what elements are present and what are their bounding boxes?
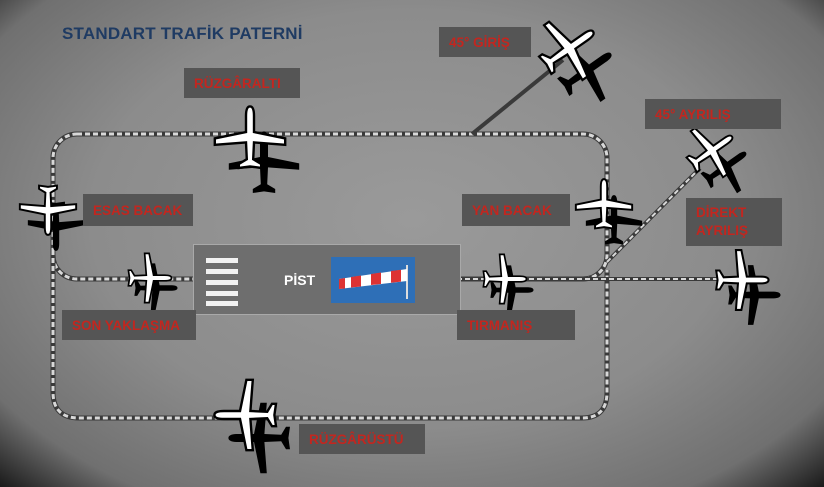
airplane-icon — [524, 3, 631, 115]
threshold-stripe — [206, 291, 238, 296]
threshold-stripe — [206, 269, 238, 274]
outer-pattern-loop — [50, 250, 610, 421]
entry-45-line — [470, 58, 565, 136]
windsock-icon — [331, 257, 415, 303]
airplane-icon — [127, 252, 178, 313]
threshold-stripe — [206, 280, 238, 285]
label-45-entry: 45° GİRİŞ — [439, 27, 531, 57]
threshold-stripe — [206, 301, 238, 306]
label-crosswind-leg: YAN BACAK — [462, 194, 570, 226]
airplane-icon — [715, 249, 781, 325]
label-downwind: RÜZGÂRALTI — [184, 68, 300, 98]
label-upwind-leg: RÜZGÂRÜSTÜ — [299, 424, 425, 454]
diagram-title: STANDART TRAFİK PATERNİ — [62, 24, 303, 43]
runway: PİST — [193, 244, 461, 315]
label-straight-departure: DİREKT AYRILIŞ — [686, 198, 782, 246]
airplane-icon — [482, 253, 534, 315]
threshold-stripe — [206, 258, 238, 263]
runway-label: PİST — [284, 272, 316, 288]
airplane-icon — [213, 105, 300, 193]
label-base-leg: ESAS BACAK — [83, 194, 193, 226]
airplane-icon — [213, 378, 290, 474]
label-45-departure: 45° AYRILIŞ — [645, 99, 781, 129]
departure-45-line — [605, 166, 702, 264]
label-climb: TIRMANIŞ — [457, 310, 575, 340]
label-final-approach: SON YAKLAŞMA — [62, 310, 196, 340]
